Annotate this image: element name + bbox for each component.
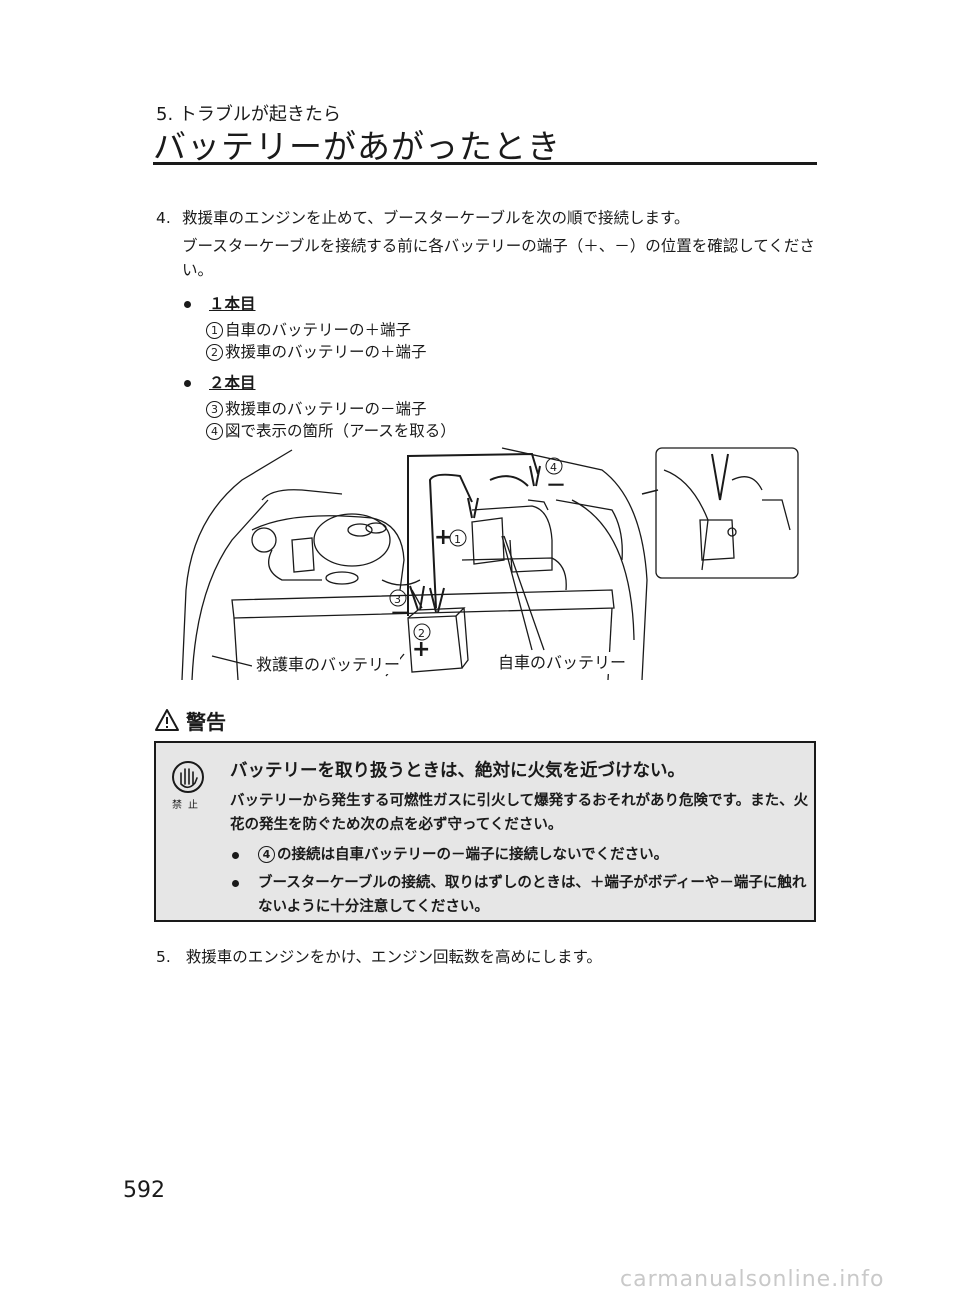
rescue-plus-sign: + bbox=[412, 637, 430, 662]
step-5-text: 救援車のエンジンをかけ、エンジン回転数を高めにします。 bbox=[185, 948, 602, 966]
ground-minus-sign: － bbox=[546, 473, 566, 497]
bullet-dot bbox=[184, 301, 191, 308]
step-5-number: 5. bbox=[156, 948, 171, 966]
step-5: 5. 救援車のエンジンをかけ、エンジン回転数を高めにします。 bbox=[156, 945, 602, 967]
rescue-battery-label: 救護車のバッテリー bbox=[256, 655, 400, 674]
list-item-text: 図で表示の箇所（アースを取る） bbox=[225, 422, 456, 440]
bullet-dot bbox=[184, 380, 191, 387]
warning-heading-text: 警告 bbox=[186, 710, 226, 734]
warning-item-2: ブースターケーブルの接続、取りはずしのときは、＋端子がボディーや－端子に触れない… bbox=[230, 871, 814, 919]
step-4-note: ブースターケーブルを接続する前に各バッテリーの端子（＋、－）の位置を確認してくだ… bbox=[182, 237, 815, 279]
warning-heading: 警告 bbox=[154, 706, 226, 735]
step-4: 4. 救援車のエンジンを止めて、ブースターケーブルを次の順で接続します。 ブース… bbox=[156, 206, 826, 442]
rescue-minus-sign: － bbox=[390, 601, 410, 625]
warning-body: バッテリーから発生する可燃性ガスに引火して爆発するおそれがあり危険です。また、火… bbox=[230, 793, 809, 833]
list-item-text: 救援車のバッテリーの＋端子 bbox=[225, 343, 427, 361]
marker-4: 4 bbox=[258, 846, 275, 863]
jump-start-illustration: + 1 3 － 2 + 4 － 救護車のバッテリー 自車のバッテリー bbox=[181, 447, 799, 681]
step-4-text: 救援車のエンジンを止めて、ブースターケーブルを次の順で接続します。 bbox=[182, 209, 690, 227]
prohibition-hand-icon bbox=[172, 761, 204, 793]
warning-item-1-text: の接続は自車バッテリーの－端子に接続しないでください。 bbox=[277, 847, 669, 863]
warning-title: バッテリーを取り扱うときは、絶対に火気を近づけない。 bbox=[230, 761, 685, 781]
bullet-dot bbox=[232, 880, 239, 887]
figure-marker-1: 1 bbox=[454, 533, 461, 546]
watermark: carmanualsonline.info bbox=[620, 1267, 885, 1292]
second-cable-heading: ２本目 bbox=[209, 374, 256, 392]
first-cable-heading: １本目 bbox=[209, 295, 256, 313]
figure-marker-3: 3 bbox=[394, 593, 401, 606]
step-4-number: 4. bbox=[156, 209, 171, 227]
warning-box bbox=[154, 741, 816, 922]
own-battery-label: 自車のバッテリー bbox=[498, 653, 626, 672]
page-title: バッテリーがあがったとき bbox=[153, 127, 561, 166]
marker-1: 1 bbox=[206, 322, 223, 339]
marker-2: 2 bbox=[206, 344, 223, 361]
marker-4: 4 bbox=[206, 423, 223, 440]
figure-marker-4: 4 bbox=[550, 461, 557, 474]
chapter-label: 5. トラブルが起きたら bbox=[156, 104, 341, 125]
list-item-text: 自車のバッテリーの＋端子 bbox=[225, 321, 412, 339]
page-number: 592 bbox=[123, 1178, 165, 1203]
figure-marker-2: 2 bbox=[418, 627, 425, 640]
warning-item-2-text: ブースターケーブルの接続、取りはずしのときは、＋端子がボディーや－端子に触れない… bbox=[258, 875, 807, 915]
title-rule bbox=[153, 162, 817, 165]
bullet-dot bbox=[232, 852, 239, 859]
warning-triangle-icon bbox=[155, 709, 179, 731]
marker-3: 3 bbox=[206, 401, 223, 418]
prohibition-label: 禁止 bbox=[172, 800, 204, 811]
list-item-text: 救援車のバッテリーの－端子 bbox=[225, 400, 427, 418]
own-plus-sign: + bbox=[434, 525, 452, 550]
